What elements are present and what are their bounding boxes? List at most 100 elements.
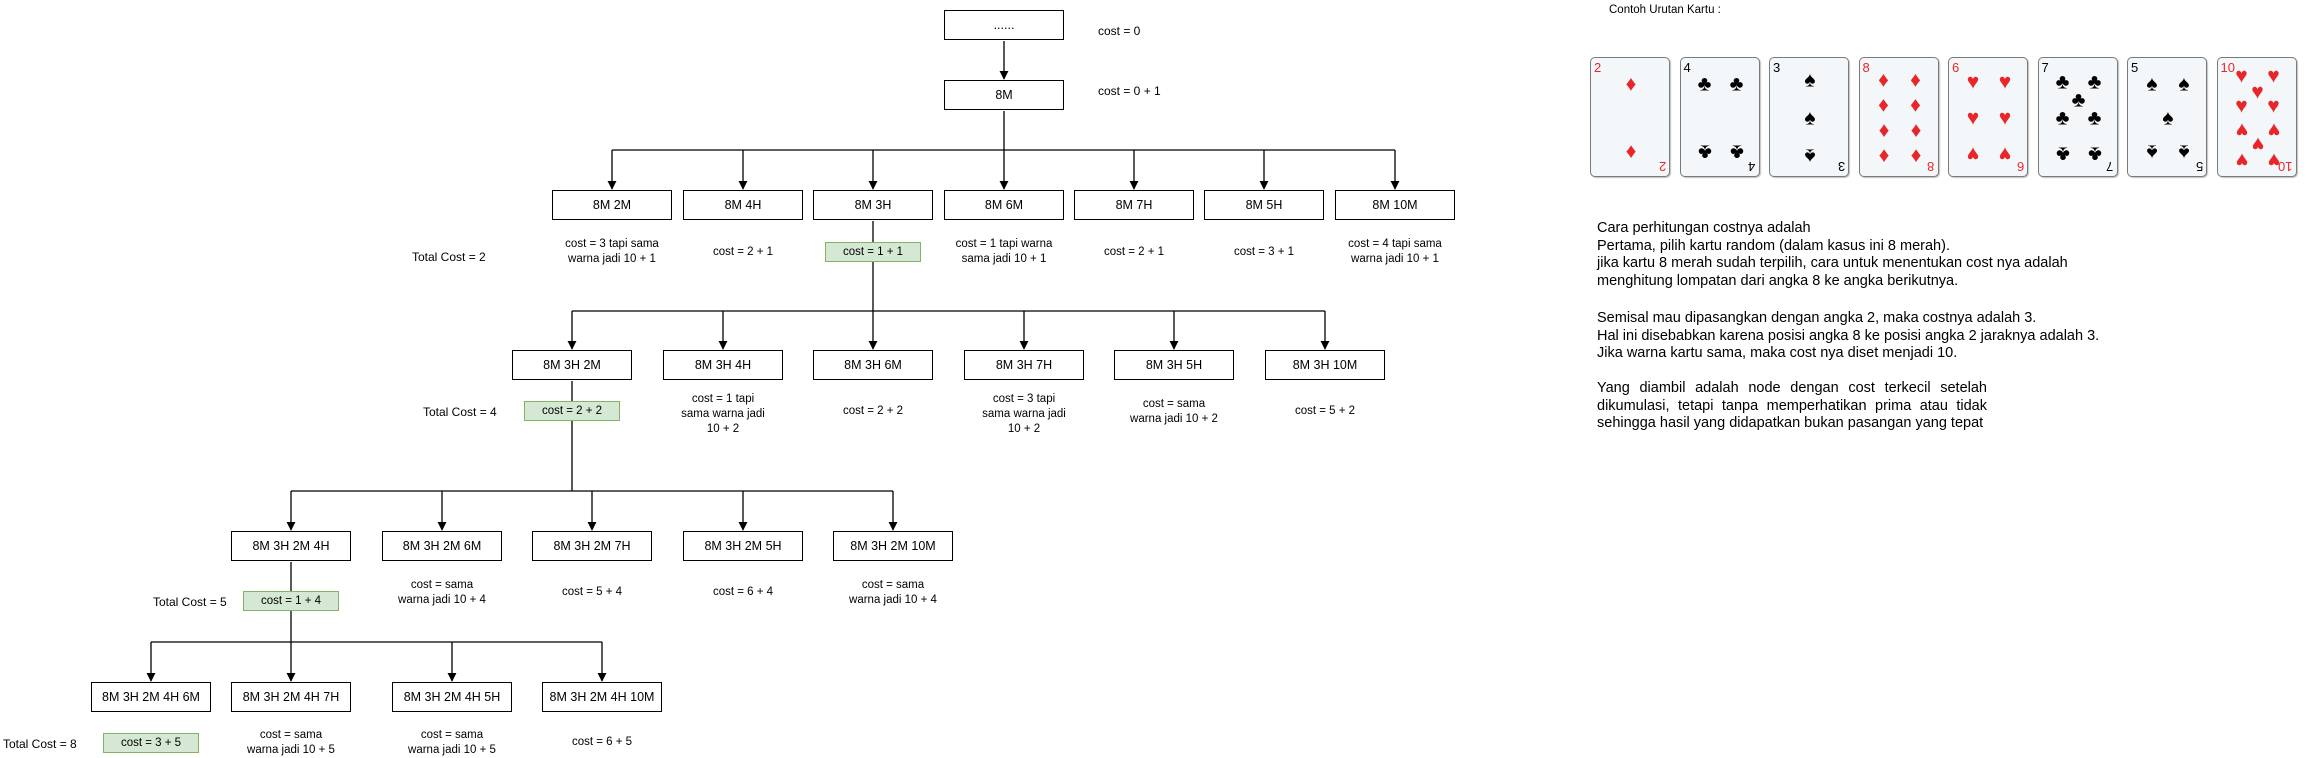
- node-8m-4h[interactable]: 8M 4H: [683, 190, 803, 220]
- heart-icon: ♥: [1966, 106, 1980, 130]
- diamond-icon: ♦: [1625, 140, 1637, 164]
- level3-total-cost: Total Cost = 5: [153, 595, 227, 609]
- heart-icon: ♥: [2251, 80, 2264, 104]
- node-8m-3h-10m-cost: cost = 5 + 2: [1294, 405, 1356, 417]
- node-8m-3h-2m-4h-7h[interactable]: 8M 3H 2M 4H 7H: [231, 682, 351, 712]
- diamond-icon: ♦: [1910, 119, 1921, 143]
- card-rank-label: 6: [1952, 60, 1960, 75]
- node-8m-3h-6m-cost: cost = 2 + 2: [842, 405, 904, 417]
- node-8m-3h-2m-4h-10m[interactable]: 8M 3H 2M 4H 10M: [542, 682, 662, 712]
- explanation-paragraph-1: Cara perhitungan costnya adalah Pertama,…: [1597, 220, 2068, 289]
- node-8m-6m-cost: cost = 1 tapi warna sama jadi 10 + 1: [955, 238, 1053, 265]
- heart-icon: ♥: [2235, 148, 2248, 172]
- explanation-paragraph-2: Semisal mau dipasangkan dengan angka 2, …: [1597, 310, 2100, 361]
- node-8m-3h-5h-cost: cost = sama warna jadi 10 + 2: [1130, 398, 1218, 425]
- node-8m-3h-7h[interactable]: 8M 3H 7H: [964, 350, 1084, 380]
- spade-icon: ♠: [2146, 72, 2158, 96]
- node-8m-3h-2m-4h-cost: cost = 1 + 4: [243, 591, 339, 611]
- node-8m-3h-cost: cost = 1 + 1: [825, 242, 921, 262]
- node-8m-3h-2m-6m-cost: cost = sama warna jadi 10 + 4: [398, 579, 486, 606]
- club-icon: ♣: [2055, 142, 2070, 166]
- node-8m-3h-2m-4h[interactable]: 8M 3H 2M 4H: [231, 531, 351, 561]
- diamond-icon: ♦: [1910, 93, 1921, 117]
- diamond-icon: ♦: [1878, 93, 1889, 117]
- node-8m-3h-2m-6m[interactable]: 8M 3H 2M 6M: [382, 531, 502, 561]
- level4-total-cost: Total Cost = 8: [3, 737, 77, 751]
- node-8m-3h-2m-4h-5h-cost: cost = sama warna jadi 10 + 5: [408, 729, 496, 756]
- node-8m-3h-2m-4h-6m-cost: cost = 3 + 5: [103, 733, 199, 753]
- club-icon: ♣: [2087, 106, 2102, 130]
- cards-title: Contoh Urutan Kartu :: [1609, 4, 1721, 16]
- node-8m-3h-2m-5h[interactable]: 8M 3H 2M 5H: [683, 531, 803, 561]
- club-icon: ♣: [1729, 140, 1744, 164]
- club-icon: ♣: [2087, 70, 2102, 94]
- node-8m-3h-2m-cost: cost = 2 + 2: [524, 401, 620, 421]
- club-icon: ♣: [2055, 106, 2070, 130]
- node-8m-3h-2m-10m[interactable]: 8M 3H 2M 10M: [833, 531, 953, 561]
- card-rank-label-rotated: 3: [1837, 159, 1845, 174]
- card-rank-label: 7: [2041, 60, 2049, 75]
- node-8m-5h[interactable]: 8M 5H: [1204, 190, 1324, 220]
- heart-icon: ♥: [1998, 106, 2012, 130]
- card-rank-label: 2: [1594, 60, 1602, 75]
- club-icon: ♣: [1729, 72, 1744, 96]
- club-icon: ♣: [2087, 142, 2102, 166]
- heart-icon: ♥: [2267, 94, 2280, 118]
- node-8m-2m-cost: cost = 3 tapi sama warna jadi 10 + 1: [565, 238, 659, 265]
- level1-total-cost: Total Cost = 2: [412, 250, 486, 264]
- node-8m-3h-2m-4h-10m-cost: cost = 6 + 5: [571, 736, 633, 748]
- heart-icon: ♥: [2267, 118, 2280, 142]
- heart-icon: ♥: [1998, 142, 2012, 166]
- node-8m-3h-7h-cost: cost = 3 tapi sama warna jadi 10 + 2: [982, 393, 1066, 435]
- node-8m-3h-2m-4h-6m[interactable]: 8M 3H 2M 4H 6M: [91, 682, 211, 712]
- card-rank-label-rotated: 6: [2016, 159, 2024, 174]
- node-8m[interactable]: 8M: [944, 80, 1064, 110]
- card-rank-label: 5: [2131, 60, 2139, 75]
- node-8m-3h-2m-7h[interactable]: 8M 3H 2M 7H: [532, 531, 652, 561]
- heart-icon: ♥: [2235, 118, 2248, 142]
- card-rank-label: 8: [1862, 60, 1870, 75]
- root-cost: cost = 0: [1098, 24, 1141, 38]
- node-8m-3h-4h[interactable]: 8M 3H 4H: [663, 350, 783, 380]
- explanation-paragraph-3: Yang diambil adalah node dengan cost ter…: [1597, 380, 1987, 431]
- node-8m-3h-2m-4h-5h[interactable]: 8M 3H 2M 4H 5H: [392, 682, 512, 712]
- root-node[interactable]: ......: [944, 10, 1064, 40]
- node-8m-3h-5h[interactable]: 8M 3H 5H: [1114, 350, 1234, 380]
- node-8m-10m[interactable]: 8M 10M: [1335, 190, 1455, 220]
- club-icon: ♣: [1697, 140, 1712, 164]
- card-rank-label-rotated: 5: [2195, 159, 2203, 174]
- spade-icon: ♠: [1804, 144, 1816, 168]
- node-8m-cost: cost = 0 + 1: [1098, 84, 1161, 98]
- node-8m-3h-6m[interactable]: 8M 3H 6M: [813, 350, 933, 380]
- node-8m-6m[interactable]: 8M 6M: [944, 190, 1064, 220]
- spade-icon: ♠: [1804, 106, 1816, 130]
- node-8m-4h-cost: cost = 2 + 1: [712, 246, 774, 258]
- card-rank-label-rotated: 7: [2106, 159, 2114, 174]
- spade-icon: ♠: [2178, 72, 2190, 96]
- heart-icon: ♥: [1966, 142, 1980, 166]
- node-8m-3h[interactable]: 8M 3H: [813, 190, 933, 220]
- node-8m-5h-cost: cost = 3 + 1: [1233, 246, 1295, 258]
- heart-icon: ♥: [2251, 132, 2264, 156]
- heart-icon: ♥: [1966, 70, 1980, 94]
- node-8m-3h-10m[interactable]: 8M 3H 10M: [1265, 350, 1385, 380]
- node-8m-7h-cost: cost = 2 + 1: [1103, 246, 1165, 258]
- node-8m-3h-2m-10m-cost: cost = sama warna jadi 10 + 4: [849, 579, 937, 606]
- card-rank-label: 3: [1773, 60, 1781, 75]
- node-8m-2m[interactable]: 8M 2M: [552, 190, 672, 220]
- card-rank-label-rotated: 4: [1748, 159, 1756, 174]
- card-rank-label: 10: [2220, 60, 2235, 75]
- node-8m-3h-2m[interactable]: 8M 3H 2M: [512, 350, 632, 380]
- club-icon: ♣: [2071, 88, 2086, 112]
- card-rank-label-rotated: 2: [1658, 159, 1666, 174]
- node-8m-7h[interactable]: 8M 7H: [1074, 190, 1194, 220]
- node-8m-3h-4h-cost: cost = 1 tapi sama warna jadi 10 + 2: [681, 393, 765, 435]
